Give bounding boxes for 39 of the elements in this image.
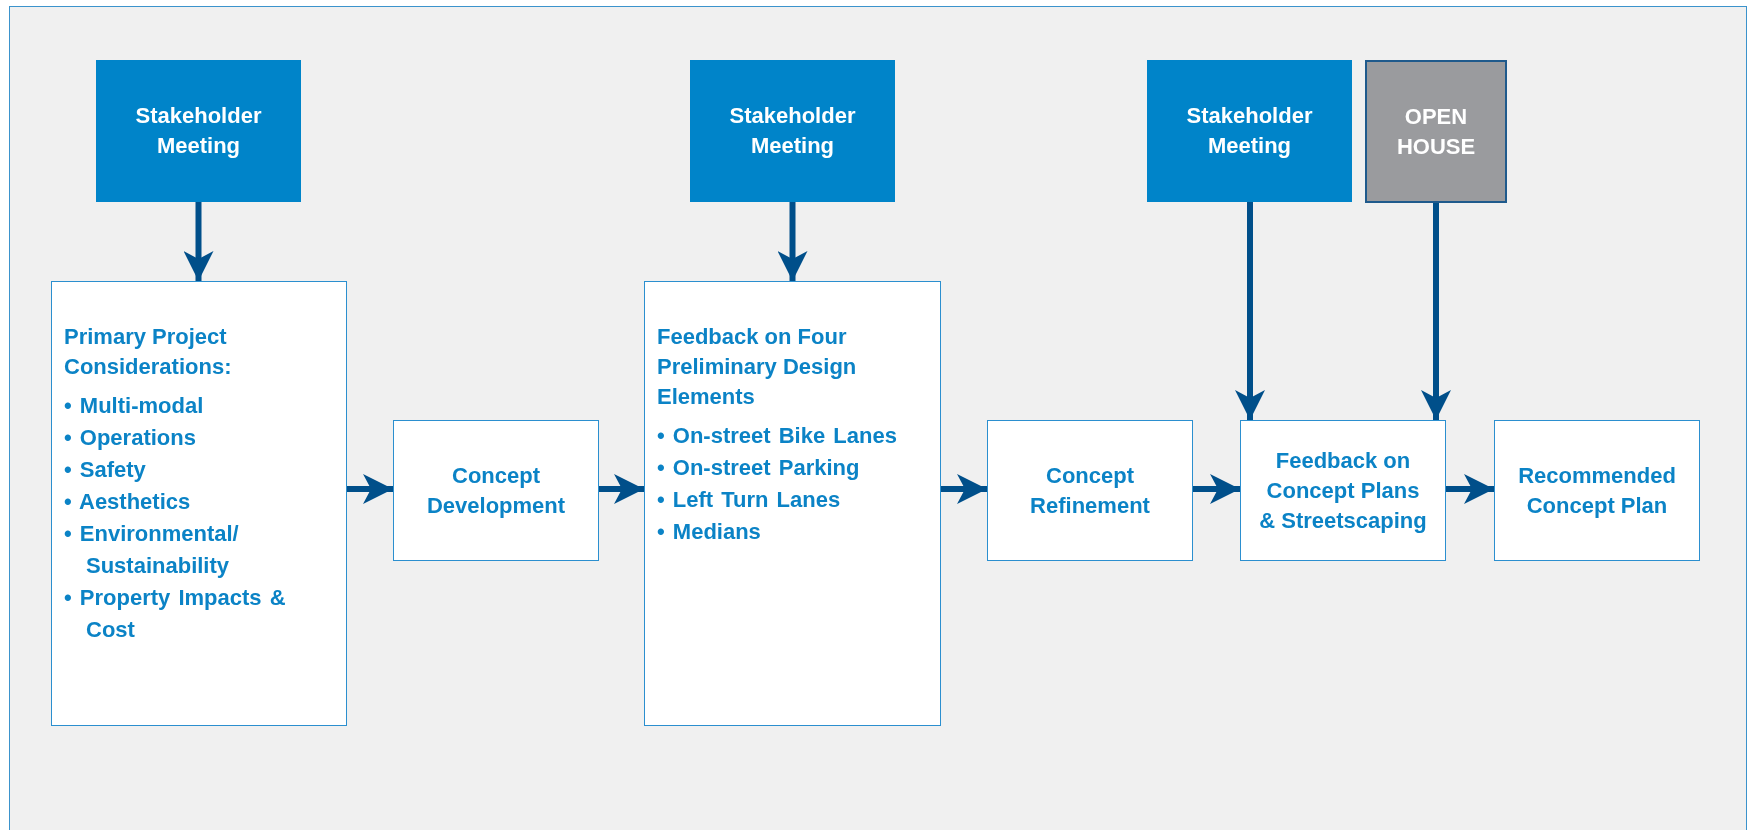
bullet-item: • Property Impacts & Cost [64, 584, 287, 644]
process-box [644, 281, 941, 726]
arrow [347, 474, 393, 504]
bullet-item: • Multi-modal [64, 392, 205, 420]
box-heading: Primary Project Considerations: [64, 323, 233, 381]
process-box [51, 281, 347, 726]
bullet-item: • Operations [64, 424, 197, 452]
open-house-box [1365, 60, 1507, 203]
arrow [183, 202, 214, 281]
meeting-box [690, 60, 895, 202]
box-label: OPEN HOUSE [1395, 102, 1477, 161]
process-box [987, 420, 1193, 561]
bullet-item: • Safety [64, 456, 147, 484]
meeting-box [1147, 60, 1352, 202]
process-box [1494, 420, 1700, 561]
box-heading: Feedback on Four Preliminary Design Elements [657, 323, 858, 411]
box-label: Recommended Concept Plan [1517, 461, 1677, 520]
bullet-item: • On-street Parking [657, 454, 861, 482]
bullet-item: • Medians [657, 518, 762, 546]
arrow [1421, 203, 1451, 420]
arrow [599, 474, 644, 504]
bullet-item: • Environmental/ Sustainability [64, 520, 240, 580]
process-box [393, 420, 599, 561]
box-label: Stakeholder Meeting [134, 102, 263, 160]
meeting-box [96, 60, 301, 202]
box-label: Stakeholder Meeting [728, 102, 857, 160]
arrow [1235, 202, 1265, 420]
box-label: Concept Refinement [1029, 461, 1151, 520]
bullet-item: • Left Turn Lanes [657, 486, 842, 514]
arrow [777, 202, 808, 281]
bullet-item: • Aesthetics [64, 488, 192, 516]
box-label: Feedback on Concept Plans & Streetscaping [1259, 446, 1427, 535]
process-box [1240, 420, 1446, 561]
arrow [941, 474, 987, 504]
box-label: Stakeholder Meeting [1185, 102, 1314, 160]
bullet-item: • On-street Bike Lanes [657, 422, 897, 450]
arrow [1446, 474, 1494, 504]
arrow [1193, 474, 1240, 504]
box-label: Concept Development [425, 461, 567, 520]
